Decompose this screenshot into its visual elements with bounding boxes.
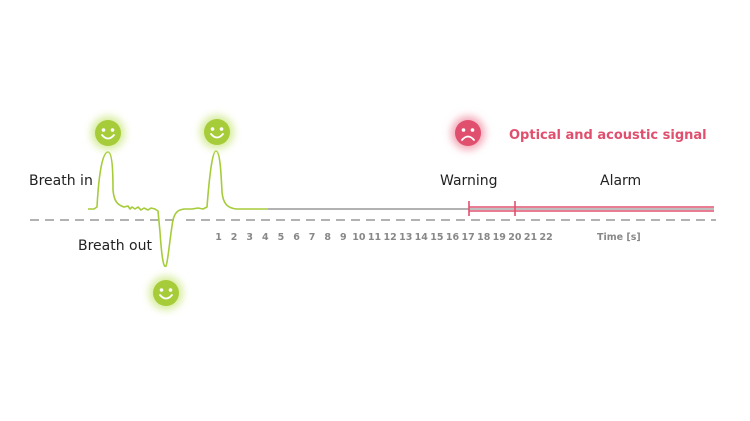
time-tick-label: 2 — [231, 232, 238, 243]
time-tick-label: 3 — [246, 232, 253, 243]
breathing-waveform — [88, 150, 268, 268]
time-tick-label: 13 — [399, 232, 412, 243]
smiley-happy-icon — [200, 115, 234, 149]
time-tick-label: 9 — [340, 232, 347, 243]
warning-label: Warning — [440, 173, 498, 189]
time-tick-label: 11 — [368, 232, 381, 243]
time-tick-label: 8 — [324, 232, 331, 243]
breath-in-label: Breath in — [29, 173, 93, 189]
smiley-happy-icon — [149, 276, 183, 310]
time-tick-label: 12 — [383, 232, 396, 243]
time-tick-label: 22 — [539, 232, 552, 243]
time-tick-label: 20 — [508, 232, 522, 243]
breath-out-label: Breath out — [78, 238, 152, 254]
time-tick-label: 1 — [215, 232, 222, 243]
time-tick-label: 15 — [430, 232, 443, 243]
time-tick-label: 16 — [446, 232, 460, 243]
time-tick-label: 10 — [352, 232, 366, 243]
time-tick-label: 17 — [461, 232, 474, 243]
alarm-label: Alarm — [600, 173, 641, 189]
smiley-happy-icon — [91, 116, 125, 150]
time-tick-label: 21 — [524, 232, 537, 243]
smiley-sad-icon — [451, 116, 485, 150]
time-tick-label: 14 — [415, 232, 429, 243]
signal-label: Optical and acoustic signal — [509, 128, 707, 143]
time-tick-label: 5 — [278, 232, 285, 243]
time-tick-label: 7 — [309, 232, 316, 243]
time-axis-label: Time [s] — [597, 232, 641, 243]
time-tick-label: 19 — [493, 232, 506, 243]
time-tick-label: 18 — [477, 232, 491, 243]
time-tick-label: 4 — [262, 232, 269, 243]
time-tick-label: 6 — [293, 232, 300, 243]
